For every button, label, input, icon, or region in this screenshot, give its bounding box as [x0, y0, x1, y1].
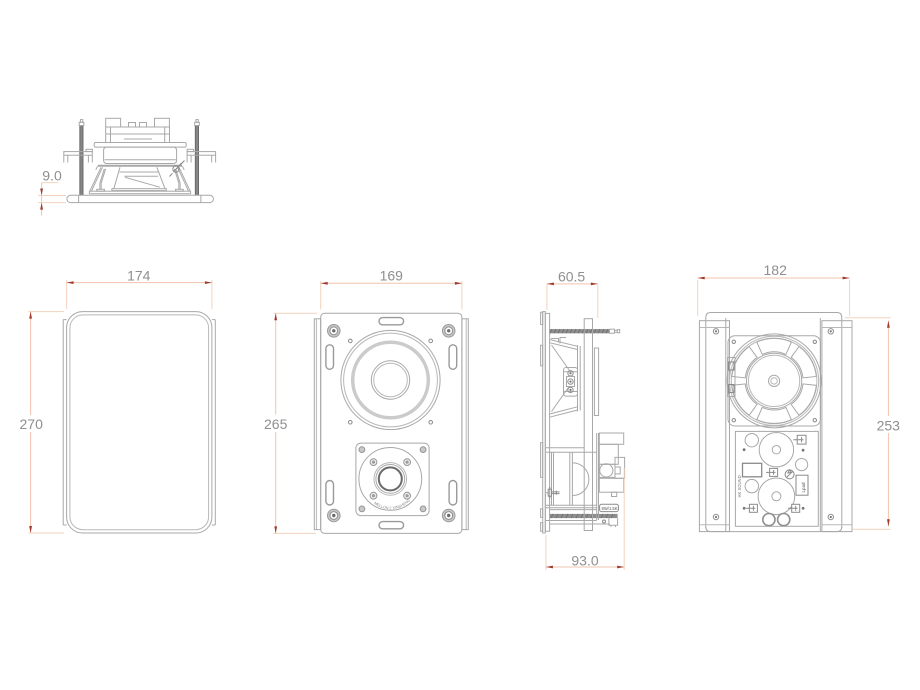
svg-text:174: 174 — [127, 267, 151, 283]
svg-text:169: 169 — [380, 267, 404, 283]
svg-text:60.5: 60.5 — [558, 269, 585, 285]
svg-text:182: 182 — [764, 262, 788, 278]
svg-text:265: 265 — [264, 416, 288, 432]
svg-text:8W/1.5K: 8W/1.5K — [602, 506, 618, 511]
svg-text:270: 270 — [20, 416, 44, 432]
svg-text:HK SOUND: HK SOUND — [737, 475, 742, 497]
svg-text:Lpad: Lpad — [801, 482, 806, 493]
svg-text:253: 253 — [877, 418, 901, 434]
svg-text:93.0: 93.0 — [571, 553, 598, 569]
svg-text:9.0: 9.0 — [42, 167, 62, 183]
